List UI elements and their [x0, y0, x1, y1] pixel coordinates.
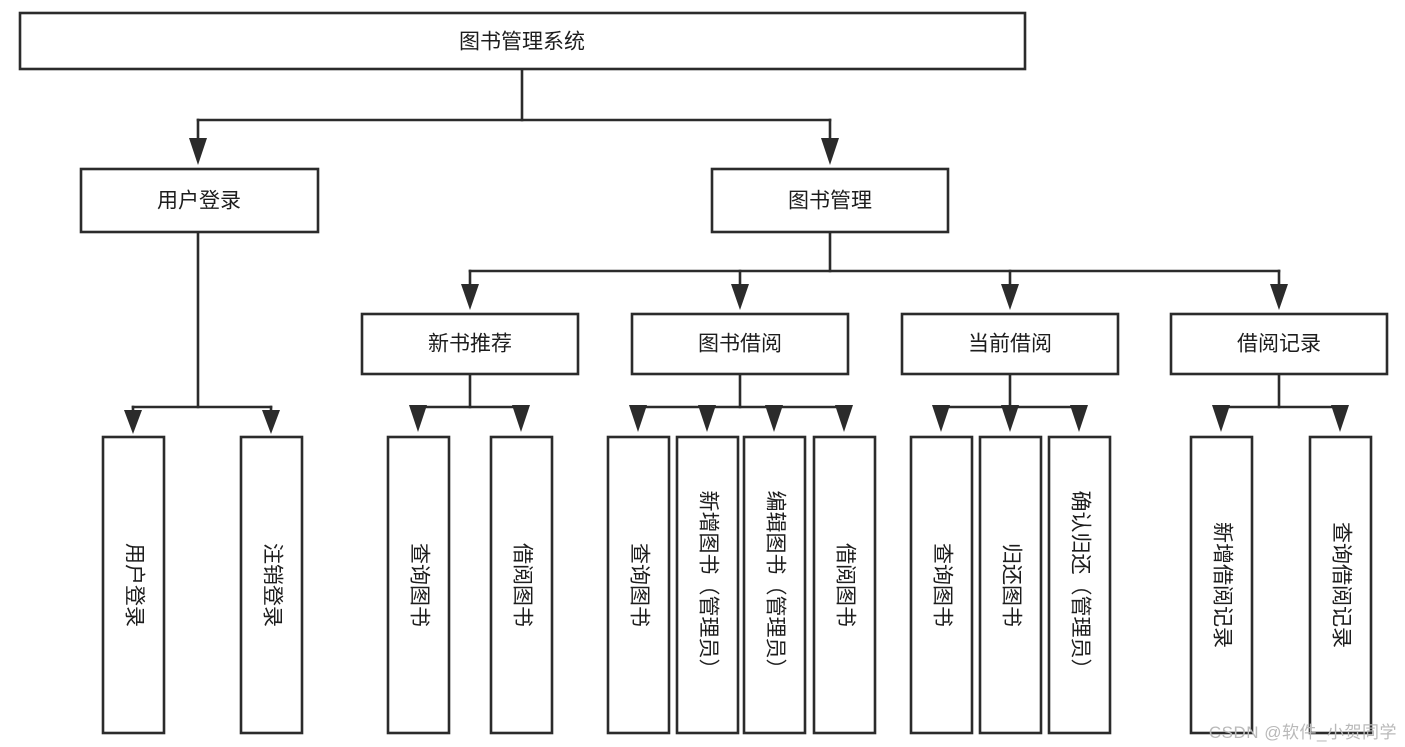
- arrowhead-leaf-confirm-return: [1070, 405, 1088, 432]
- node-root[interactable]: 图书管理系统: [18, 11, 1027, 71]
- arrowhead-leaf-borrow-book-1: [512, 405, 530, 432]
- node-user-login-box[interactable]: [79, 167, 320, 234]
- csdn-watermark: CSDN @软件_小贺同学: [1208, 723, 1397, 742]
- connector-group-borrowrecord: [1212, 372, 1349, 432]
- leaf-query-book-1[interactable]: 查询图书: [386, 435, 451, 735]
- node-root-box[interactable]: [18, 11, 1027, 71]
- leaf-confirm-return[interactable]: 确认归还（管理员）: [1047, 435, 1112, 735]
- leaf-query-record-label: 查询借阅记录: [1329, 522, 1352, 648]
- arrowhead-leaf-borrow-book-2: [835, 405, 853, 432]
- leaf-query-book-1-box[interactable]: [386, 435, 451, 735]
- leaf-query-record-box[interactable]: [1308, 435, 1373, 735]
- arrowhead-new-book-recommend: [461, 284, 479, 310]
- leaf-query-record[interactable]: 查询借阅记录: [1308, 435, 1373, 735]
- leaf-add-book-label: 新增图书（管理员）: [696, 491, 719, 680]
- arrowhead-leaf-query-record: [1331, 405, 1349, 432]
- leaf-borrow-book-1[interactable]: 借阅图书: [489, 435, 554, 735]
- node-borrow-record-box[interactable]: [1169, 312, 1389, 376]
- node-new-book-recommend-box[interactable]: [360, 312, 580, 376]
- connector-group-bookborrow: [629, 372, 853, 432]
- arrowhead-leaf-user-login: [124, 410, 142, 434]
- node-user-login-label: 用户登录: [157, 190, 241, 213]
- node-root-label: 图书管理系统: [459, 31, 585, 54]
- leaf-query-book-2-box[interactable]: [606, 435, 671, 735]
- leaf-edit-book-box[interactable]: [742, 435, 807, 735]
- connector-group-currentborrow: [932, 372, 1088, 432]
- node-book-borrow-label: 图书借阅: [698, 333, 782, 356]
- arrowhead-leaf-add-record: [1212, 405, 1230, 432]
- connector-group-root: [189, 67, 839, 165]
- node-book-manage-box[interactable]: [710, 167, 950, 234]
- connector-group-userlogin: [124, 230, 280, 434]
- arrowhead-bookmanage: [821, 138, 839, 165]
- arrowhead-leaf-query-book-2: [629, 405, 647, 432]
- connector-group-newbook: [409, 372, 530, 432]
- node-current-borrow-label: 当前借阅: [968, 333, 1052, 356]
- node-book-manage[interactable]: 图书管理: [710, 167, 950, 234]
- leaf-borrow-book-1-label: 借阅图书: [510, 543, 533, 627]
- arrowhead-leaf-logout: [262, 410, 280, 434]
- leaf-user-login-box[interactable]: [101, 435, 166, 735]
- leaf-confirm-return-box[interactable]: [1047, 435, 1112, 735]
- leaf-logout-box[interactable]: [239, 435, 304, 735]
- leaf-return-book-box[interactable]: [978, 435, 1043, 735]
- leaf-add-record-label: 新增借阅记录: [1210, 522, 1233, 648]
- leaf-query-book-2-label: 查询图书: [627, 543, 650, 627]
- leaf-return-book[interactable]: 归还图书: [978, 435, 1043, 735]
- leaf-edit-book-label: 编辑图书（管理员）: [763, 491, 786, 680]
- arrowhead-borrow-record: [1270, 284, 1288, 310]
- leaf-query-book-3-label: 查询图书: [930, 543, 953, 627]
- arrowhead-leaf-return-book: [1001, 405, 1019, 432]
- arrowhead-leaf-add-book: [698, 405, 716, 432]
- connector-group-bookmanage: [461, 230, 1288, 310]
- arrowhead-book-borrow: [731, 284, 749, 310]
- leaf-query-book-1-label: 查询图书: [407, 543, 430, 627]
- node-book-borrow[interactable]: 图书借阅: [630, 312, 850, 376]
- arrowhead-userlogin: [189, 138, 207, 165]
- leaf-user-login-label: 用户登录: [122, 543, 145, 627]
- leaf-query-book-3[interactable]: 查询图书: [909, 435, 974, 735]
- leaf-borrow-book-2-box[interactable]: [812, 435, 877, 735]
- leaf-return-book-label: 归还图书: [999, 543, 1022, 627]
- leaf-confirm-return-label: 确认归还（管理员）: [1068, 491, 1091, 680]
- node-new-book-recommend[interactable]: 新书推荐: [360, 312, 580, 376]
- leaf-borrow-book-2[interactable]: 借阅图书: [812, 435, 877, 735]
- node-book-borrow-box[interactable]: [630, 312, 850, 376]
- node-book-manage-label: 图书管理: [788, 190, 872, 213]
- leaf-add-record[interactable]: 新增借阅记录: [1189, 435, 1254, 735]
- arrowhead-leaf-query-book-3: [932, 405, 950, 432]
- node-borrow-record[interactable]: 借阅记录: [1169, 312, 1389, 376]
- leaf-borrow-book-1-box[interactable]: [489, 435, 554, 735]
- leaf-add-record-box[interactable]: [1189, 435, 1254, 735]
- leaf-logout-label: 注销登录: [260, 543, 283, 627]
- arrowhead-current-borrow: [1001, 284, 1019, 310]
- node-new-book-recommend-label: 新书推荐: [428, 333, 512, 356]
- leaf-logout[interactable]: 注销登录: [239, 435, 304, 735]
- leaf-query-book-2[interactable]: 查询图书: [606, 435, 671, 735]
- leaf-borrow-book-2-label: 借阅图书: [833, 543, 856, 627]
- leaf-add-book-box[interactable]: [675, 435, 740, 735]
- node-current-borrow-box[interactable]: [900, 312, 1120, 376]
- arrowhead-leaf-edit-book: [765, 405, 783, 432]
- leaf-edit-book[interactable]: 编辑图书（管理员）: [742, 435, 807, 735]
- leaf-user-login[interactable]: 用户登录: [101, 435, 166, 735]
- node-user-login[interactable]: 用户登录: [79, 167, 320, 234]
- leaf-add-book[interactable]: 新增图书（管理员）: [675, 435, 740, 735]
- node-borrow-record-label: 借阅记录: [1237, 333, 1321, 356]
- node-current-borrow[interactable]: 当前借阅: [900, 312, 1120, 376]
- arrowhead-leaf-query-book-1: [409, 405, 427, 432]
- leaf-query-book-3-box[interactable]: [909, 435, 974, 735]
